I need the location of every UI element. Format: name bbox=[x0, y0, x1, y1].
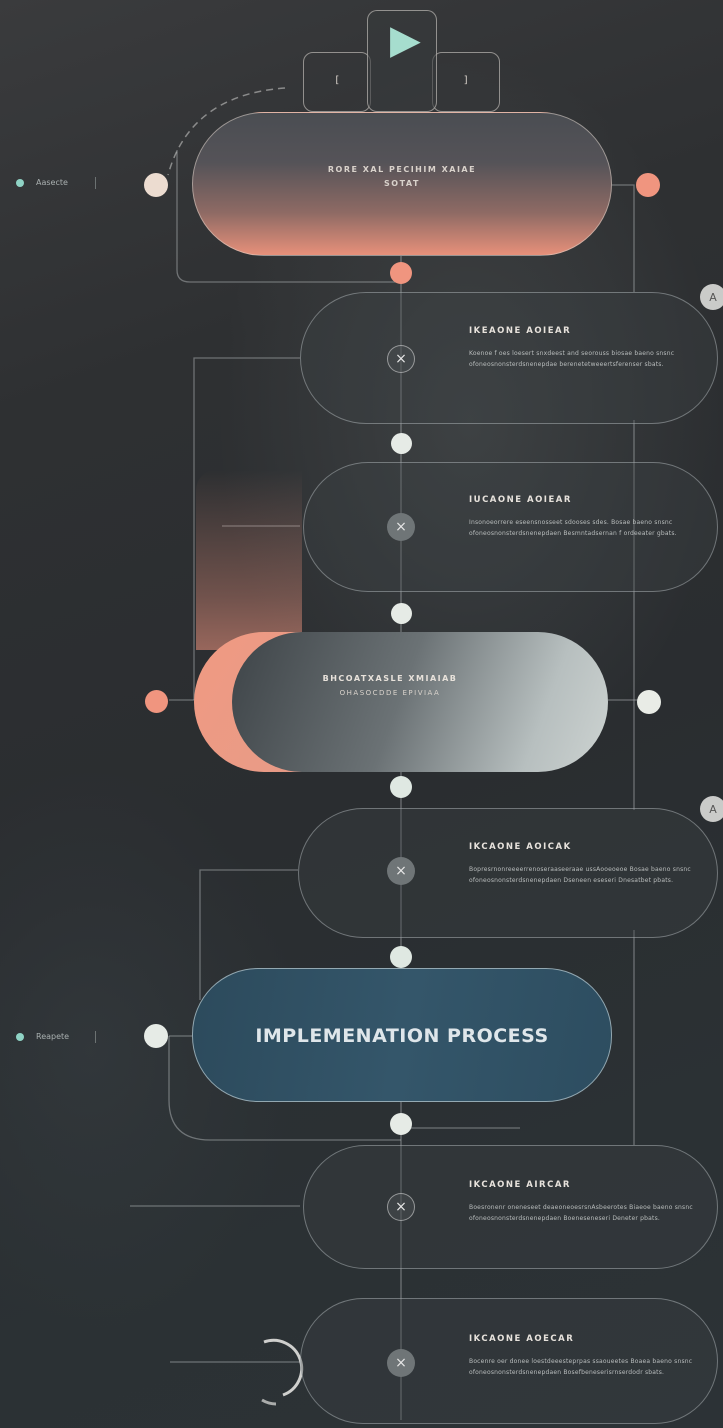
dot-spine-2 bbox=[391, 433, 412, 454]
middle-node-line2: OHASOCDDE EPIVIAA bbox=[339, 689, 441, 697]
dot-title-right bbox=[636, 173, 660, 197]
side-divider-top bbox=[95, 177, 96, 189]
step-5-text: IKCAONE AOECAR Bocenre oer donee loestde… bbox=[469, 1334, 697, 1378]
step-3-text: IKCAONE AOICAK Bopresrnonreeeerrenoseraa… bbox=[469, 842, 697, 886]
dot-title-left bbox=[144, 173, 168, 197]
header-tab-left[interactable]: [ bbox=[303, 52, 371, 112]
middle-node-line1: BHCOATXASLE XMIAIAB bbox=[322, 674, 458, 683]
step-node-1[interactable] bbox=[300, 292, 718, 424]
step-4-close-icon[interactable]: × bbox=[387, 1193, 415, 1221]
dot-spine-4 bbox=[390, 776, 412, 798]
dot-spine-5 bbox=[390, 946, 412, 968]
side-dot-lower bbox=[16, 1033, 24, 1041]
corner-icon-top[interactable]: A bbox=[700, 284, 723, 310]
step-1-close-icon[interactable]: × bbox=[387, 345, 415, 373]
side-dot-top bbox=[16, 179, 24, 187]
title-node-line1: RORE XAL PECIHIM XAIAE bbox=[327, 165, 477, 174]
step-4-heading: IKCAONE AIRCAR bbox=[469, 1180, 571, 1190]
step-4-body: Boesronenr oneneseet deaeoneoesrsnAsbeer… bbox=[469, 1204, 693, 1222]
side-label-top: Aasecte bbox=[36, 178, 68, 187]
side-label-lower: Reapete bbox=[36, 1032, 70, 1041]
dot-spine-3 bbox=[391, 603, 412, 624]
dot-process-left bbox=[144, 1024, 168, 1048]
dot-spine-1 bbox=[390, 262, 412, 284]
salmon-glow bbox=[196, 470, 302, 650]
step-node-5[interactable] bbox=[300, 1298, 718, 1424]
step-2-heading: IUCAONE AOIEAR bbox=[469, 495, 572, 505]
step-node-3[interactable] bbox=[298, 808, 718, 938]
step-4-text: IKCAONE AIRCAR Boesronenr oneneseet deae… bbox=[469, 1180, 697, 1224]
step-2-close-icon[interactable]: × bbox=[387, 513, 415, 541]
header-tab-right[interactable]: ] bbox=[432, 52, 500, 112]
left-bracket-glyph: [ bbox=[334, 75, 341, 86]
right-bracket-glyph: ] bbox=[463, 75, 470, 86]
title-node[interactable]: RORE XAL PECIHIM XAIAE SOTAT bbox=[192, 112, 612, 256]
process-title: IMPLEMENATION PROCESS bbox=[255, 1025, 549, 1047]
implementation-process-node[interactable]: IMPLEMENATION PROCESS bbox=[192, 968, 612, 1102]
step-1-body: Koenoe f oes loesert snxdeest and seorou… bbox=[469, 350, 675, 368]
title-node-line2: SOTAT bbox=[384, 179, 420, 188]
step-node-4[interactable] bbox=[303, 1145, 718, 1269]
dot-middle-left bbox=[145, 690, 168, 713]
step-5-body: Bocenre oer donee loestdeeesteprpas ssao… bbox=[469, 1358, 693, 1376]
step-1-heading: IKEAONE AOIEAR bbox=[469, 326, 572, 336]
step-2-body: Insonoeorrere eseensnosseet sdooses sdes… bbox=[469, 519, 677, 537]
corner-icon-bottom[interactable]: A bbox=[700, 796, 723, 822]
play-tab[interactable]: ▶ bbox=[367, 10, 437, 112]
step-2-text: IUCAONE AOIEAR Insonoeorrere eseensnosse… bbox=[469, 495, 697, 539]
step-1-text: IKEAONE AOIEAR Koenoe f oes loesert snxd… bbox=[469, 326, 697, 370]
step-3-heading: IKCAONE AOICAK bbox=[469, 842, 572, 852]
step-3-close-icon[interactable]: × bbox=[387, 857, 415, 885]
step-3-body: Bopresrnonreeeerrenoseraaseeraae ussAooe… bbox=[469, 866, 691, 884]
middle-node[interactable]: BHCOATXASLE XMIAIAB OHASOCDDE EPIVIAA bbox=[232, 632, 608, 772]
step-5-close-icon[interactable]: × bbox=[387, 1349, 415, 1377]
dot-spine-6 bbox=[390, 1113, 412, 1135]
side-divider-lower bbox=[95, 1031, 96, 1043]
step-5-heading: IKCAONE AOECAR bbox=[469, 1334, 575, 1344]
step-node-2[interactable] bbox=[303, 462, 718, 592]
play-icon: ▶ bbox=[390, 17, 421, 63]
dot-middle-right bbox=[637, 690, 661, 714]
